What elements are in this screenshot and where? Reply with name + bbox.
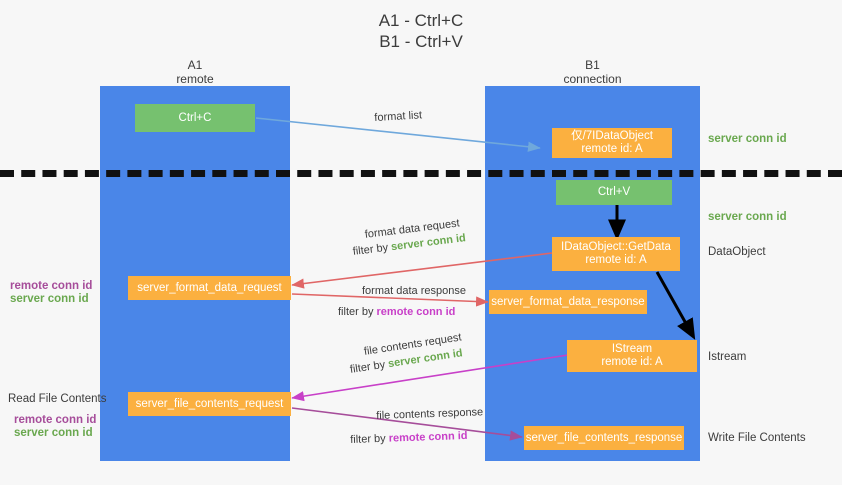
box-server-format-data-request[interactable]: server_format_data_request — [128, 276, 291, 300]
box-getdata-line1: IDataObject::GetData — [561, 241, 671, 253]
lane-b1-sub: connection — [563, 72, 622, 86]
annotation-file-contents-response: file contents response — [376, 406, 484, 422]
right-label-server-conn-id-1: server conn id — [708, 133, 787, 145]
box-istream[interactable]: IStream remote id: A — [567, 340, 697, 372]
box-ctrl-v[interactable]: Ctrl+V — [556, 180, 672, 205]
filter-prefix: filter by — [338, 306, 377, 318]
left-label-read-file-contents: Read File Contents — [8, 393, 107, 405]
right-label-istream: Istream — [708, 351, 747, 363]
right-label-write-file-contents: Write File Contents — [708, 432, 806, 444]
lane-b1-name: B1 — [585, 58, 600, 72]
annotation-format-list: format list — [374, 109, 423, 124]
box-server-format-data-response[interactable]: server_format_data_response — [489, 290, 647, 314]
diagram-title: A1 - Ctrl+C B1 - Ctrl+V — [0, 10, 842, 52]
title-line-2: B1 - Ctrl+V — [379, 32, 463, 51]
lane-a1-name: A1 — [187, 58, 203, 72]
right-label-server-conn-id-2: server conn id — [708, 211, 787, 223]
left-label-server-conn-id-1: server conn id — [10, 293, 89, 305]
phase-divider — [0, 170, 842, 177]
left-label-server-conn-id-2: server conn id — [14, 427, 93, 439]
box-ctrl-c[interactable]: Ctrl+C — [135, 104, 255, 132]
filter-value-remote-conn-id: remote conn id — [376, 306, 456, 318]
annotation-format-data-response: format data response — [362, 285, 466, 297]
right-label-dataobject: DataObject — [708, 246, 766, 258]
box-istream-line1: IStream — [611, 343, 653, 355]
box-idataobject-getdata[interactable]: IDataObject::GetData remote id: A — [552, 237, 680, 271]
box-getdata-line2: remote id: A — [585, 254, 647, 266]
left-label-remote-conn-id-2: remote conn id — [14, 414, 97, 426]
box-idataobject[interactable]: 仅/7IDataObject remote id: A — [552, 128, 672, 158]
filter-prefix: filter by — [350, 432, 389, 446]
lane-a1-sub: remote — [176, 72, 214, 86]
lane-header-a1: A1 remote — [100, 58, 290, 86]
filter-value-remote-conn-id: remote conn id — [388, 429, 468, 445]
annotation-file-contents-response-filter: filter by remote conn id — [350, 429, 468, 447]
left-label-remote-conn-id-1: remote conn id — [10, 280, 93, 292]
lane-header-b1: B1 connection — [485, 58, 700, 86]
box-idataobject-line2: remote id: A — [581, 143, 643, 155]
filter-prefix: filter by — [349, 358, 390, 376]
box-server-file-contents-response[interactable]: server_file_contents_response — [524, 426, 684, 450]
annotation-format-data-response-filter: filter by remote conn id — [338, 305, 455, 319]
box-idataobject-line1: 仅/7IDataObject — [571, 130, 653, 142]
title-line-1: A1 - Ctrl+C — [378, 11, 464, 30]
box-istream-line2: remote id: A — [601, 356, 663, 368]
filter-prefix: filter by — [352, 241, 392, 258]
box-server-file-contents-request[interactable]: server_file_contents_request — [128, 392, 291, 416]
